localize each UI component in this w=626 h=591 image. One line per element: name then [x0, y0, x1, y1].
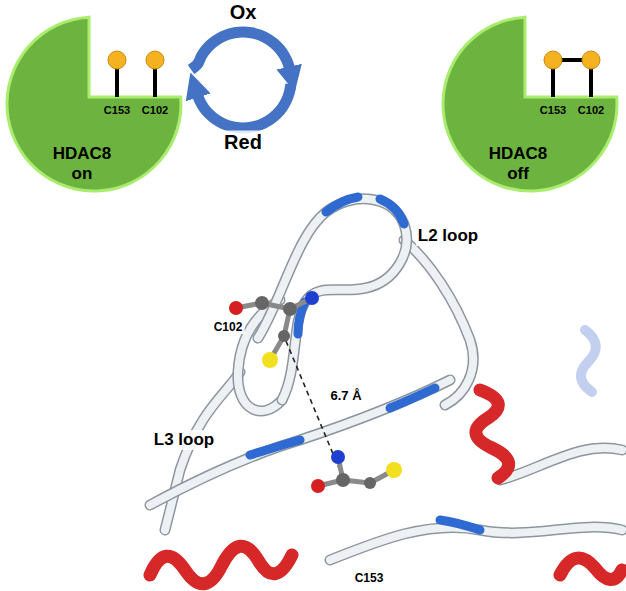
distance-label: 6.7 Å: [328, 388, 363, 403]
residue-label: C153: [104, 104, 130, 117]
cysteine-residue: [311, 450, 402, 493]
sulfur-atom: [544, 51, 562, 69]
loop-tubes: [150, 199, 622, 560]
helices: [150, 330, 622, 584]
enzyme-shape: C153 C102HDAC8 off: [438, 16, 624, 194]
enzyme-state: HDAC8 off: [485, 144, 551, 183]
strand-segments: [250, 197, 480, 530]
loop-label: L3 loop: [152, 430, 216, 450]
sulfur-atom: [108, 51, 126, 69]
residue-label: C153: [540, 104, 566, 117]
loop-label: L2 loop: [416, 226, 480, 246]
redox-arrow: [191, 32, 290, 72]
reaction-label: Red: [222, 131, 264, 154]
residue-label: C102: [578, 104, 604, 117]
residue-label: C102: [212, 320, 245, 334]
enzyme-body: [7, 17, 181, 191]
residue-label: C102: [142, 104, 168, 117]
sulfur-atom: [146, 51, 164, 69]
enzyme-shape: C153 C102HDAC8 on: [2, 16, 188, 194]
redox-arrow: [197, 84, 291, 128]
sulfur-atom: [582, 51, 600, 69]
residue-label: C153: [353, 571, 386, 585]
enzyme-body: [443, 17, 617, 191]
reaction-label: Ox: [228, 1, 259, 24]
enzyme-state: HDAC8 on: [49, 144, 115, 183]
